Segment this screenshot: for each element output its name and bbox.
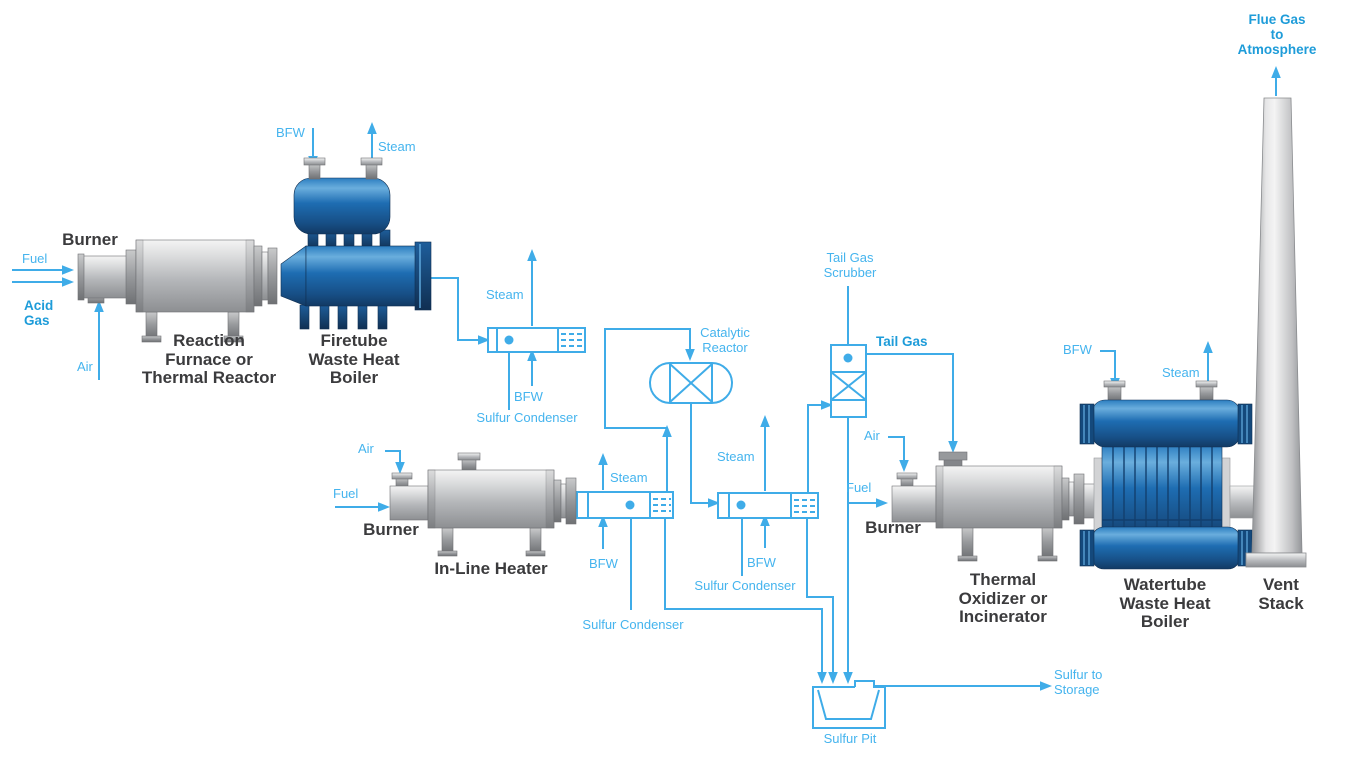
tail-gas-scrubber-shape	[830, 344, 867, 418]
reaction-furnace-vessel	[77, 239, 278, 343]
sulfur-pit-shape	[812, 680, 886, 729]
burner-label-main: Burner	[62, 230, 118, 249]
sulfur-condenser-3-shape	[717, 492, 819, 519]
boiler-cone	[280, 245, 307, 307]
reaction-furnace-label: Reaction Furnace or Thermal Reactor	[141, 331, 277, 388]
tail-gas-inlet-flange	[938, 451, 968, 461]
fuel-label-main: Fuel	[22, 251, 48, 266]
steam-label-condenser1: Steam	[486, 287, 524, 302]
firetube-legs	[299, 304, 388, 330]
oxidizer-burner-body	[891, 485, 937, 523]
air-label-main: Air	[77, 359, 93, 374]
bfw-label-condenser2: BFW	[589, 556, 618, 571]
steam-label-condenser2: Steam	[610, 470, 648, 485]
vent-stack-vessel	[1245, 97, 1307, 568]
fuel-label-oxidizer: Fuel	[846, 480, 872, 495]
steam-drum	[293, 177, 391, 235]
pipe-bfw-watertube-drum	[1100, 350, 1120, 390]
sulfur-to-storage-label: Sulfur to Storage	[1054, 667, 1103, 697]
inline-burner-body	[389, 485, 429, 521]
pipe-air-oxidizer-burner	[888, 436, 909, 472]
air-label-oxidizer: Air	[864, 428, 880, 443]
inline-heater-shell	[427, 469, 555, 529]
burner-label-inline: Burner	[363, 520, 419, 539]
line-equipment	[487, 327, 886, 729]
main-burner-body	[81, 255, 129, 299]
watertube-tubes	[1102, 446, 1222, 540]
watertube-whb-label: Watertube Waste Heat Boiler	[1119, 575, 1211, 632]
bfw-label-condenser3: BFW	[747, 555, 776, 570]
tail-gas-label: Tail Gas	[876, 334, 928, 349]
pipe-condenser3-to-scrubber	[807, 400, 833, 493]
firetube-whb-label: Firetube Waste Heat Boiler	[308, 331, 400, 388]
inline-heater-label: In-Line Heater	[434, 559, 548, 578]
watertube-body	[1101, 444, 1223, 542]
bfw-label-watertube: BFW	[1063, 342, 1092, 357]
fuel-label-inline: Fuel	[333, 486, 359, 501]
piping-lines	[12, 66, 1281, 691]
steam-label-watertube: Steam	[1162, 365, 1200, 380]
vent-stack-label: Vent Stack	[1258, 575, 1304, 613]
burner-label-oxidizer: Burner	[865, 518, 921, 537]
flue-gas-label: Flue Gas to Atmosphere	[1237, 12, 1317, 58]
sulfur-condenser2-label: Sulfur Condenser	[582, 617, 684, 632]
pipe-whb-to-condenser1	[431, 277, 490, 345]
steam-label-firetube: Steam	[378, 139, 416, 154]
steam-label-condenser3: Steam	[717, 449, 755, 464]
watertube-drum-nozzles	[1103, 380, 1218, 402]
boiler-shell	[305, 245, 419, 307]
watertube-top-drum	[1091, 399, 1241, 448]
sulfur-pit-label: Sulfur Pit	[823, 731, 877, 746]
boiler-outlet-flange	[414, 241, 432, 311]
sulfur-condenser-1-shape	[487, 327, 586, 353]
pipe-loop-to-reactor	[604, 328, 695, 429]
inline-heater-vessel	[389, 452, 577, 557]
pipe-drain-condenser2-to-pit	[664, 518, 827, 684]
thermal-oxidizer-vessel	[891, 451, 1107, 562]
bfw-label-condenser1: BFW	[514, 389, 543, 404]
bfw-label-firetube: BFW	[276, 125, 305, 140]
sulfur-condenser3-label: Sulfur Condenser	[694, 578, 796, 593]
pipe-reactor-to-condenser3	[690, 402, 720, 508]
pipe-drain-condenser3-to-pit	[806, 518, 838, 684]
catalytic-reactor-shape	[649, 362, 733, 404]
watertube-whb-vessel	[1079, 380, 1263, 570]
tail-gas-scrubber-label: Tail Gas Scrubber	[823, 250, 877, 280]
drum-nozzles	[303, 157, 383, 180]
oxidizer-shell	[935, 465, 1063, 529]
pipe-air-inline-burner	[385, 450, 405, 474]
thermal-oxidizer-label: Thermal Oxidizer or Incinerator	[958, 570, 1048, 627]
sulfur-condenser1-label: Sulfur Condenser	[476, 410, 578, 425]
sulfur-condenser-2-shape	[576, 491, 674, 519]
drum-hatched-ends	[1079, 403, 1253, 567]
watertube-bottom-drum	[1091, 526, 1241, 570]
acid-gas-label: Acid Gas	[24, 298, 54, 329]
firetube-whb-vessel	[280, 157, 432, 330]
catalytic-reactor-label: Catalytic Reactor	[700, 325, 750, 355]
pipe-tail-gas-to-oxidizer	[866, 353, 958, 453]
air-label-inline: Air	[358, 441, 374, 456]
